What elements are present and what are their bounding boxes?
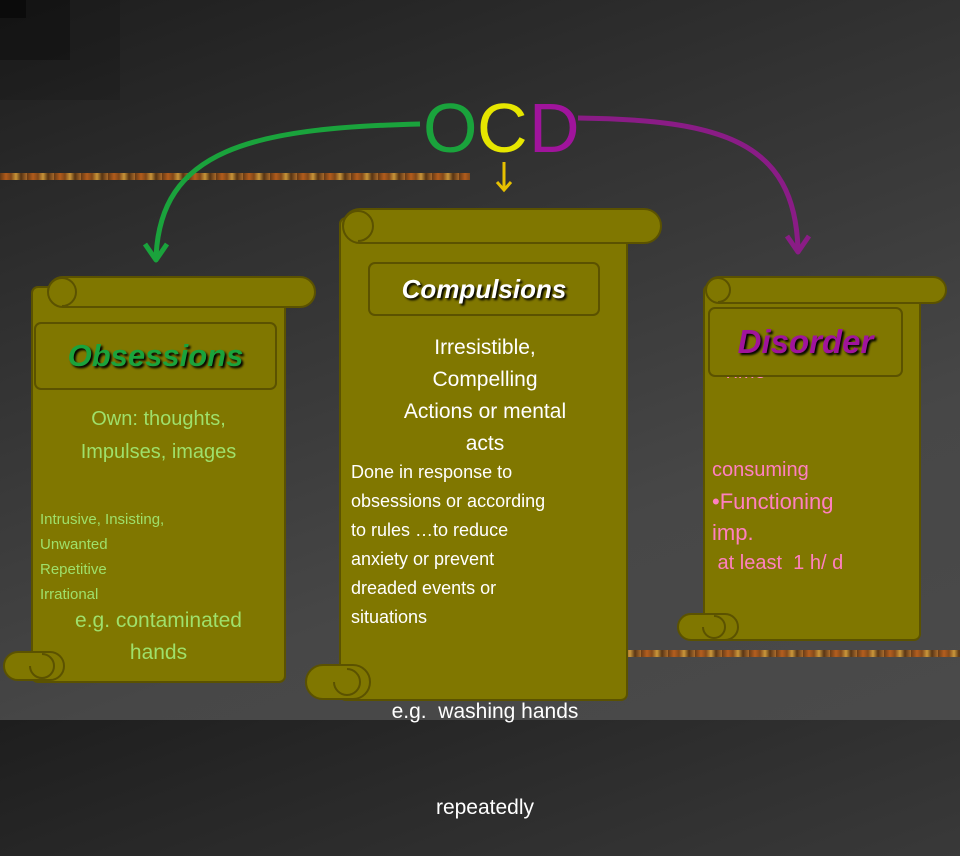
obsessions-example: e.g. contaminated hands: [36, 605, 281, 669]
compulsions-example-line-2: repeatedly: [435, 796, 535, 819]
scroll-disorder-top-curl: [705, 277, 731, 303]
disorder-heading: Disorder: [737, 323, 874, 360]
compulsions-detail-5: dreaded events or: [351, 578, 497, 598]
arrow-to-disorder-head: [784, 234, 812, 255]
compulsions-description: Irresistible, Compelling Actions or ment…: [346, 332, 624, 460]
disorder-bullet-line-2: imp.: [712, 520, 754, 545]
compulsions-detail-2: obsessions or according: [351, 491, 546, 511]
disorder-line-1: consuming: [712, 459, 809, 481]
obsessions-feature-4: Irrational: [40, 586, 99, 603]
compulsions-header: Compulsions: [368, 262, 600, 316]
compulsions-detail-3: to rules …to reduce: [351, 520, 509, 540]
obsessions-feature-2: Unwanted: [40, 536, 108, 553]
compulsions-heading: Compulsions: [401, 273, 567, 304]
title-letter-c: C: [477, 89, 528, 167]
scroll-obsessions-bottom-roll: [3, 651, 65, 681]
compulsions-line-2: Compelling: [432, 368, 538, 391]
obsessions-example-line-1: e.g. contaminated: [75, 609, 242, 632]
disorder-line-2: at least 1 h/ d: [712, 552, 844, 574]
compulsions-example-line-1: e.g. washing hands: [391, 700, 579, 723]
scroll-compulsions-top-curl: [342, 210, 374, 242]
obsessions-header: Obsessions: [34, 322, 277, 390]
decorative-band-top: [0, 173, 470, 180]
disorder-header: Disorder: [708, 307, 903, 377]
scroll-obsessions-top-roll: [47, 276, 316, 308]
obsessions-line-2: Impulses, images: [80, 441, 237, 463]
scroll-compulsions: [305, 208, 662, 701]
scroll-obsessions-top-curl: [47, 277, 77, 307]
compulsions-detail: Done in response to obsessions or accord…: [351, 458, 623, 632]
scroll-compulsions-bottom-roll: [305, 664, 371, 700]
scroll-disorder-top-roll: [705, 276, 947, 304]
corner-shade-inner: [0, 0, 26, 18]
obsessions-description: Own: thoughts, Impulses, images: [36, 408, 281, 463]
obsessions-feature-1: Intrusive, Insisting,: [40, 511, 165, 528]
disorder-bullet-line-1: •Functioning: [712, 489, 834, 514]
compulsions-detail-4: anxiety or prevent: [351, 549, 495, 569]
ocd-title: O C D: [0, 88, 960, 168]
arrow-to-compulsions-head: [495, 181, 513, 193]
compulsions-line-4: acts: [465, 432, 505, 455]
arrow-to-disorder: [577, 115, 801, 251]
disorder-bullet: •Functioning imp.: [712, 486, 912, 548]
disorder-description: consuming at least 1 h/ d: [712, 393, 912, 610]
obsessions-features: Intrusive, Insisting, Unwanted Repetitiv…: [40, 507, 280, 607]
scroll-obsessions-bottom-curl: [29, 653, 55, 679]
obsessions-example-line-2: hands: [129, 641, 188, 664]
scroll-disorder-bottom-curl: [702, 615, 726, 639]
title-letter-d: D: [529, 89, 580, 167]
compulsions-detail-6: situations: [351, 607, 428, 627]
arrow-to-obsessions: [153, 121, 421, 259]
compulsions-line-3: Actions or mental: [403, 400, 567, 423]
decorative-band-bottom: [560, 650, 960, 657]
compulsions-line-1: Irresistible,: [434, 336, 536, 359]
scroll-compulsions-bottom-curl: [333, 668, 361, 696]
obsessions-feature-3: Repetitive: [40, 561, 107, 578]
obsessions-line-1: Own: thoughts,: [91, 408, 226, 430]
compulsions-detail-1: Done in response to: [351, 462, 513, 482]
compulsions-example: e.g. washing hands repeatedly: [346, 632, 624, 856]
scroll-compulsions-top-roll: [342, 208, 662, 244]
obsessions-heading: Obsessions: [67, 338, 244, 373]
title-letter-o: O: [423, 89, 478, 167]
arrow-to-obsessions-head: [142, 242, 170, 263]
